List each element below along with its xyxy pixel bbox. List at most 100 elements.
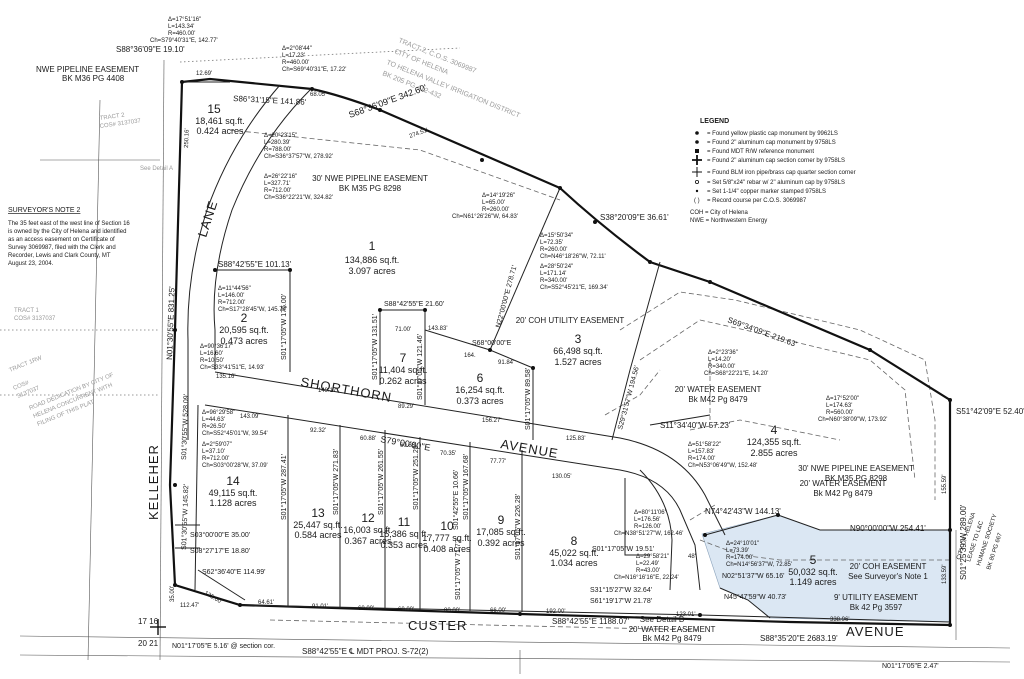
bearing-label: S88°42'55"E 1188.07' xyxy=(552,617,629,626)
bearing-label: N45°47'59"W 40.73' xyxy=(724,593,786,601)
lot-area-acres: 1.034 acres xyxy=(550,558,598,568)
easement-line xyxy=(699,539,950,561)
legend-symbol-icon xyxy=(692,155,702,165)
monument-marker xyxy=(213,268,217,272)
background-line xyxy=(179,47,461,63)
distance-label: 149.17' xyxy=(318,388,338,394)
lot-area-sqft: 45,022 sq.ft. xyxy=(549,548,599,558)
bearing-label: S88°42'55"E 101.13' xyxy=(218,260,292,269)
lot-area-acres: 2.855 acres xyxy=(750,448,798,458)
shorthorn-south-edge xyxy=(204,404,701,591)
lot-line xyxy=(611,261,661,441)
monument-marker xyxy=(593,220,597,224)
easement-label: 20' COH UTILITY EASEMENT xyxy=(516,316,625,325)
distance-label: 60.00' xyxy=(358,606,374,612)
bearing-label: S88°35'20"E 2683.19' xyxy=(760,634,838,643)
lot-number: 11 xyxy=(398,515,411,529)
easement-label: Bk M42 Pg 8479 xyxy=(813,489,873,498)
bearing-label: S01°17'05"W 261.55' xyxy=(377,449,385,515)
lot-number: 15 xyxy=(207,102,221,116)
lot-area-sqft: 16,003 sq.ft. xyxy=(343,525,393,535)
monument-marker xyxy=(948,398,952,402)
lot-10-label: 10 17,777 sq.ft. 0.408 acres xyxy=(422,519,472,554)
curve-label: Δ=2°59'07" xyxy=(202,442,232,448)
west-tract-text: TRACT 2 xyxy=(99,112,125,121)
section-number: 17 16 xyxy=(138,617,159,626)
bearing-label: S01°17'05"W 19.51' xyxy=(592,545,654,553)
easement-label: 20' COH EASEMENT xyxy=(850,562,927,571)
monument-marker xyxy=(378,108,382,112)
easement-line xyxy=(619,291,936,500)
curve-label: Δ=20°23'15" xyxy=(264,133,297,139)
lot-line xyxy=(719,587,771,619)
distance-label: 250.16' xyxy=(184,128,191,148)
curve-label: Ch=N60°38'09"W, 173.92' xyxy=(818,417,887,423)
monument-marker xyxy=(378,308,382,312)
curve-label: L=16.60' xyxy=(200,351,223,357)
note-line: Recorder, Lewis and Clark County, MT xyxy=(8,253,111,259)
monument-marker xyxy=(310,87,314,91)
distance-label: 60.88' xyxy=(400,443,416,449)
curve-label: R=460.00' xyxy=(168,31,195,37)
lot-number: 6 xyxy=(477,371,484,385)
detail-reference: See Detail A xyxy=(140,166,173,172)
surveyor-note: SURVEYOR'S NOTE 2 The 35 feet east of th… xyxy=(8,207,130,267)
section-corner-symbol xyxy=(150,619,166,635)
lot-number: 4 xyxy=(771,423,778,437)
distance-label: 125.83' xyxy=(566,436,586,442)
distance-label: 60.00' xyxy=(398,607,414,613)
curve-label: Ch=S68°22'21"E, 14.20' xyxy=(704,371,768,377)
distance-label: 143.09' xyxy=(240,414,260,420)
easement-label: Bk M42 Pg 8479 xyxy=(688,395,748,404)
bearing-label: S51°42'09"E 52.40' xyxy=(956,407,1024,416)
distance-label: 68.05' xyxy=(310,92,326,98)
lot-area-sqft: 17,777 sq.ft. xyxy=(422,533,472,543)
curve-label: Ch=N16°16'16"E, 22.24' xyxy=(614,575,679,581)
distance-label: 133.59' xyxy=(942,565,948,585)
curve-label: Δ=17°51'16" xyxy=(168,17,201,23)
lot-area-acres: 0.408 acres xyxy=(423,544,471,554)
distance-label: 274.51' xyxy=(409,128,429,140)
legend-symbol-icon xyxy=(695,149,699,153)
note-title: SURVEYOR'S NOTE 2 xyxy=(8,207,80,214)
lot-area-sqft: 50,032 sq.ft. xyxy=(788,567,838,577)
curve-label: Ch=S03°00'28"W, 37.09' xyxy=(202,463,268,469)
curve-label: Ch=S36°37'57"W, 278.92' xyxy=(264,154,333,160)
monument-marker xyxy=(480,158,484,162)
distance-label: 135.16' xyxy=(216,374,236,380)
monument-marker xyxy=(173,483,177,487)
easement-line xyxy=(639,319,916,481)
lot-area-sqft: 11,404 sq.ft. xyxy=(379,365,428,375)
subdivision-boundary xyxy=(168,77,952,627)
legend-item: = Found MDT R/W reference monument xyxy=(707,149,814,155)
street-name-avenue-east: AVENUE xyxy=(846,624,905,639)
curve-label: R=788.00' xyxy=(264,147,291,153)
lot-number: 14 xyxy=(226,474,240,488)
curve-label: Ch=S33°41'51"E, 14.93' xyxy=(200,365,264,371)
curve-label: Δ=2°23'36" xyxy=(708,350,738,356)
note-line: Survey 3069987, filed with the Clerk and xyxy=(8,245,116,251)
curve-label: R=340.00' xyxy=(708,364,735,370)
bearing-label: N01°17'05"E 2.47' xyxy=(882,662,939,670)
bearing-label: S88°36'09"E 19.10' xyxy=(116,45,185,54)
bearing-label: S11°34'40"W 57.23' xyxy=(660,421,731,430)
monument-markers xyxy=(173,80,952,627)
legend-item: = Set 1-1/4" copper marker stamped 9758L… xyxy=(707,189,826,195)
lot-number: 2 xyxy=(241,311,248,325)
legend-item: = Found BLM iron pipe/brass cap quarter … xyxy=(707,170,856,176)
lot-8-label: 8 45,022 sq.ft. 1.034 acres xyxy=(549,534,599,568)
lot-area-sqft: 66,498 sq.ft. xyxy=(553,346,603,356)
background-line xyxy=(87,99,101,661)
distance-label: 164. xyxy=(464,353,476,359)
lot-line xyxy=(197,569,246,601)
monument-marker xyxy=(703,533,707,537)
monument-marker xyxy=(868,348,872,352)
lot-area-sqft: 15,386 sq.ft. xyxy=(379,529,429,539)
legend-item: = Found yellow plastic cap monument by 9… xyxy=(707,131,838,137)
distance-label: 112.47' xyxy=(180,603,199,609)
distance-label: 143.83' xyxy=(428,326,448,332)
legend-symbol-icon xyxy=(695,140,699,144)
bearing-label: N01°30'55"E 831.25' xyxy=(165,286,177,360)
background-line xyxy=(19,635,1011,649)
